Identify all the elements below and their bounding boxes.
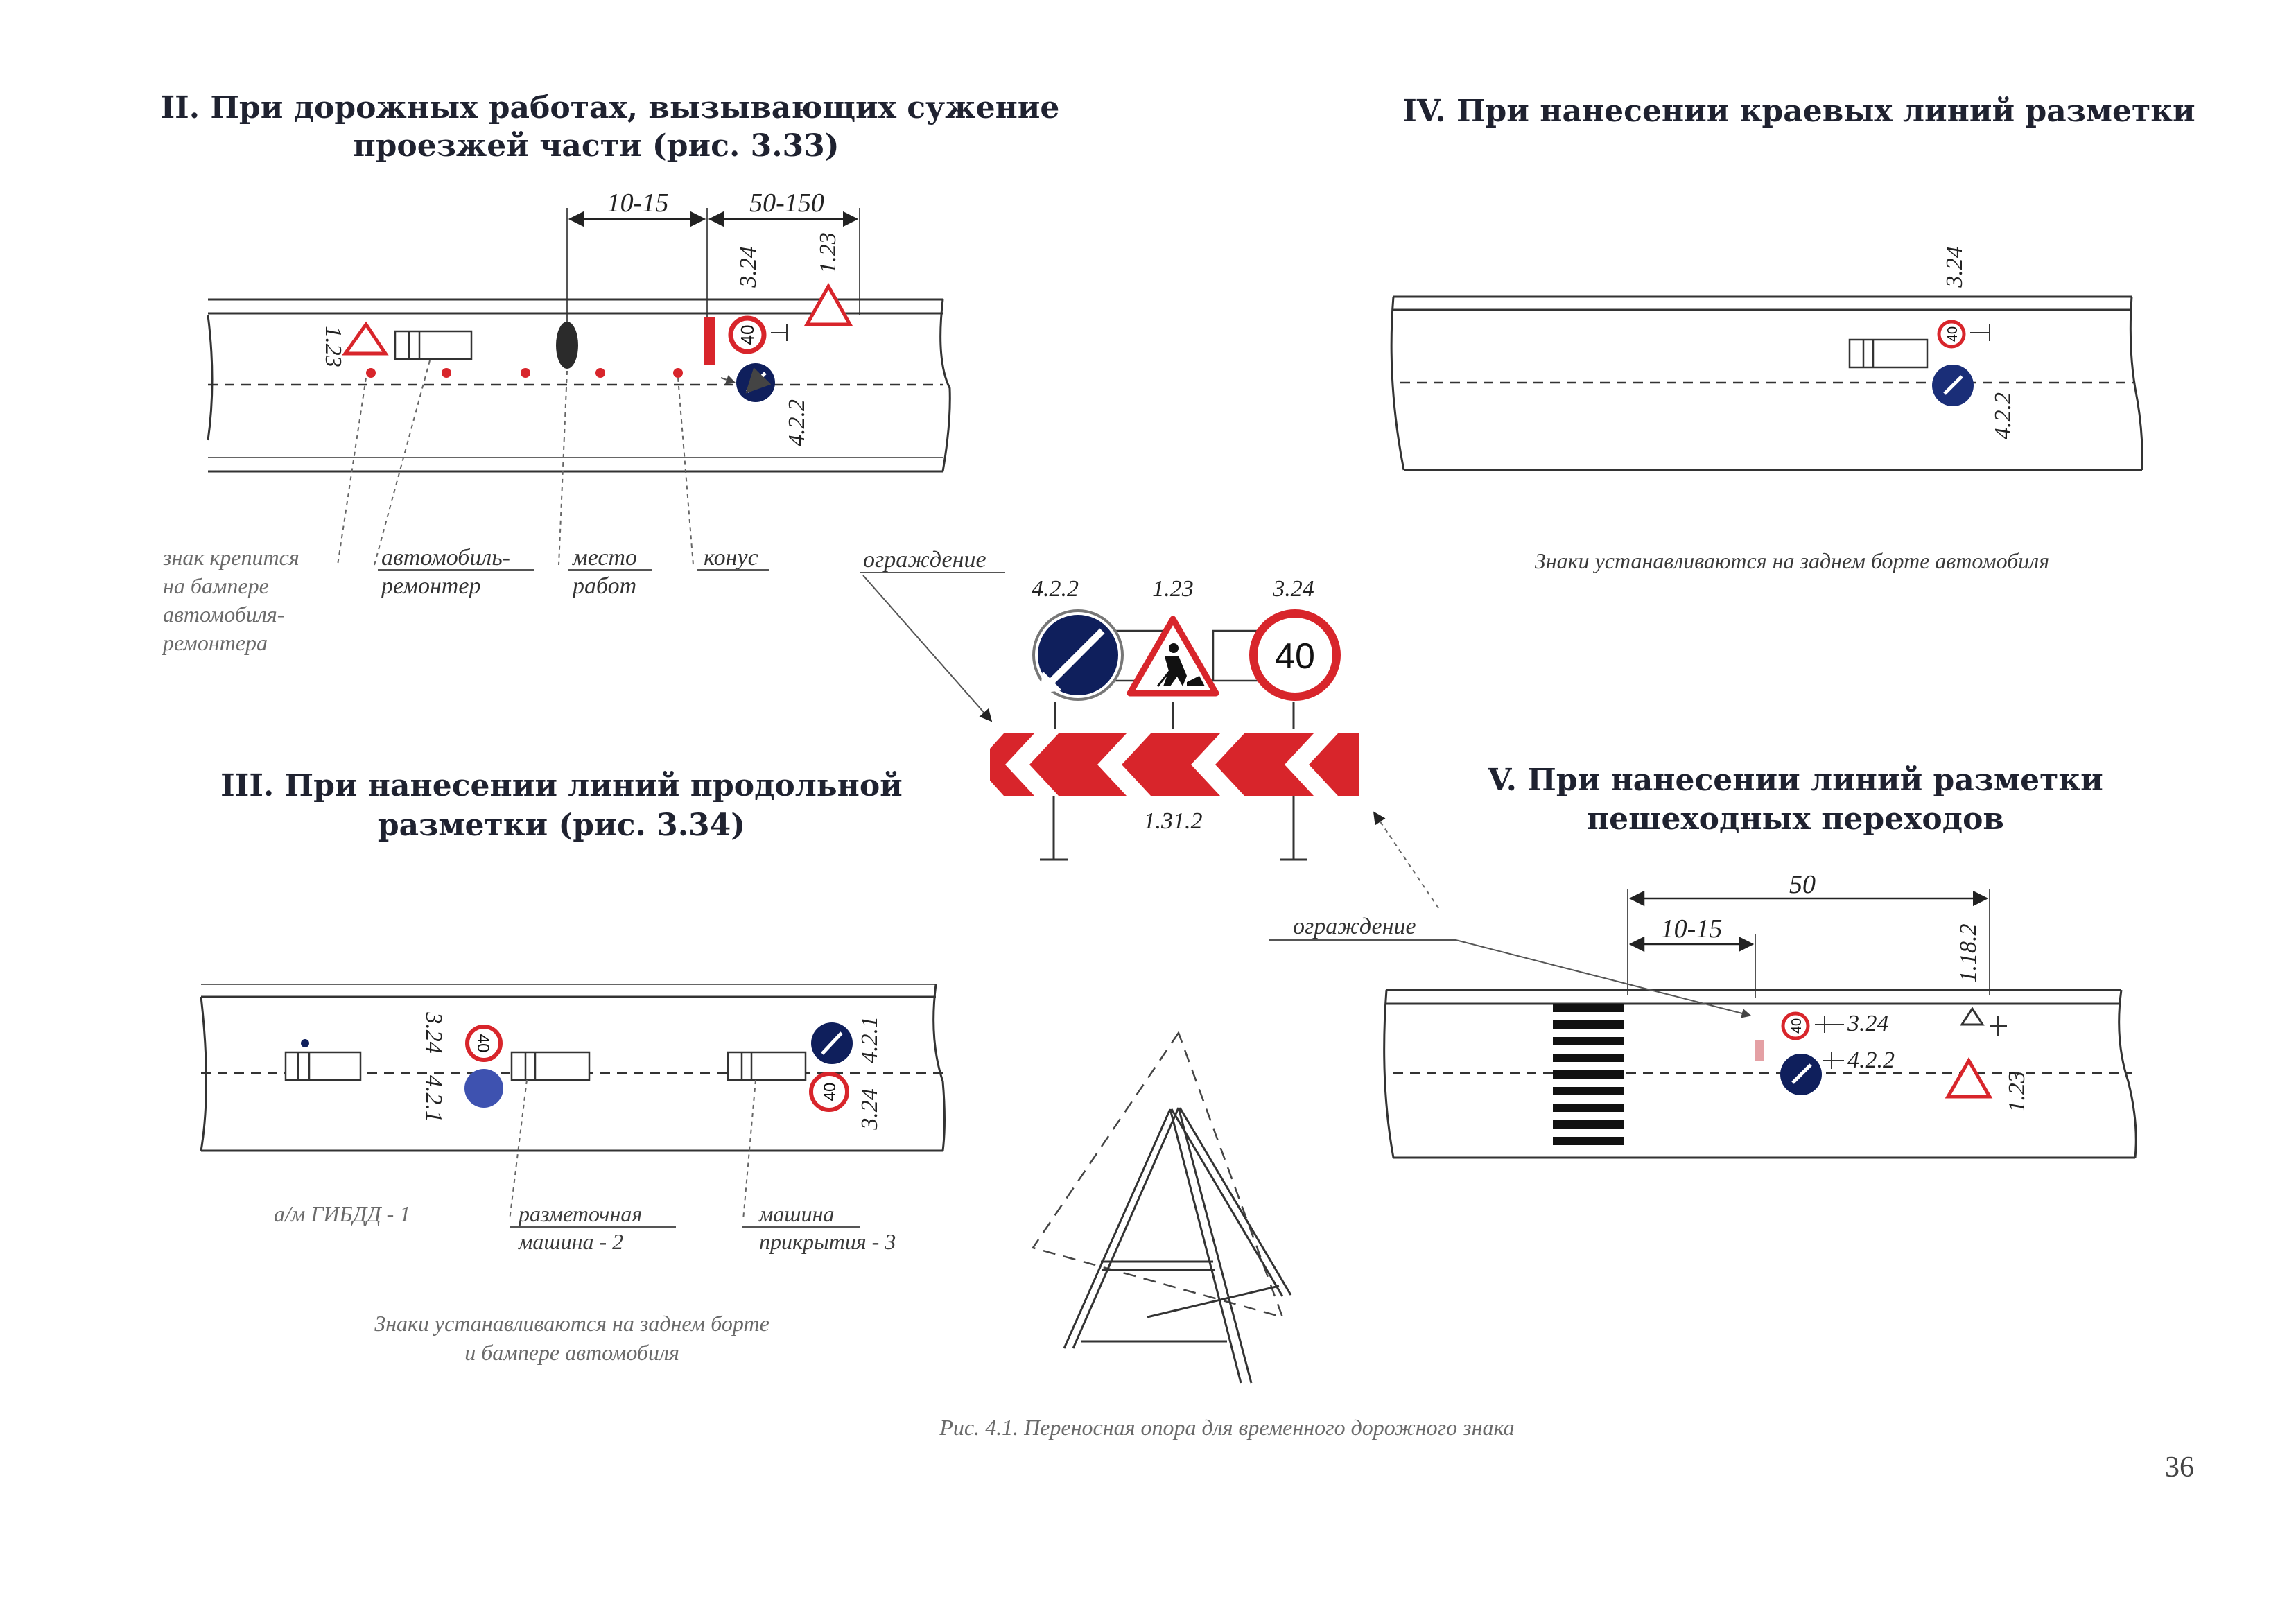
- code-4-2-2-ii: 4.2.2: [784, 399, 810, 446]
- speed-value-v: 40: [1789, 1018, 1804, 1034]
- section-iii-note-1: Знаки устанавливаются на заднем борте: [374, 1311, 769, 1336]
- code-1-23-v: 1.23: [2004, 1071, 2030, 1113]
- section-iii-title-line1: III. При нанесении линий продольной: [220, 768, 903, 803]
- section-iii: III. При нанесении линий продольной разм…: [200, 768, 946, 1365]
- label-bumper-1: знак крепится: [162, 545, 299, 570]
- work-site-mark: [556, 322, 578, 369]
- keep-right-sign-icon-iii-a: [464, 1069, 503, 1108]
- figure-caption: Рис. 4.1. Переносная опора для временног…: [939, 1415, 1514, 1440]
- label-bumper-2: на бампере: [163, 573, 269, 598]
- fence-label-top: ограждение: [863, 547, 986, 573]
- speed-limit-sign-icon-center: [1249, 609, 1341, 701]
- speed-value-iii-b: 40: [821, 1083, 840, 1101]
- speed-value-iii-a: 40: [473, 1034, 492, 1053]
- label-cover-car-2: прикрытия - 3: [759, 1229, 896, 1254]
- label-repair-car-2: ремонтер: [380, 573, 480, 599]
- section-ii: II. При дорожных работах, вызывающих суж…: [161, 90, 1060, 655]
- dim-50-150: 50-150: [749, 189, 824, 218]
- code-3-24-iv: 3.24: [1942, 246, 1967, 288]
- section-iv-title: IV. При нанесении краевых линий разметки: [1402, 94, 2195, 129]
- barrier-mark: [704, 317, 715, 365]
- center-assembly: ограждение 4.2.2 1.23 3.24 40: [860, 547, 1439, 909]
- section-v: V. При нанесении линий разметки пешеходн…: [1269, 763, 2137, 1159]
- speed-limit-sign-icon-v: [1781, 1011, 1810, 1040]
- section-iii-note-2: и бампере автомобиля: [464, 1340, 679, 1365]
- section-v-title-line1: V. При нанесении линий разметки: [1487, 763, 2103, 798]
- label-marking-car-1: разметочная: [517, 1201, 642, 1226]
- speed-limit-sign-icon-iii-a: [465, 1025, 503, 1062]
- code-1-18-2: 1.18.2: [1956, 924, 1981, 983]
- roadworks-sign-icon: [342, 321, 389, 356]
- code-1-23-left: 1.23: [320, 326, 346, 367]
- code-3-24-iii-a: 3.24: [421, 1011, 446, 1054]
- section-iv-note: Знаки устанавливаются на заднем борте ав…: [1535, 548, 2049, 573]
- section-iii-title-line2: разметки (рис. 3.34): [378, 808, 745, 843]
- code-3-24-v: 3.24: [1847, 1011, 1889, 1036]
- label-police-car: а/м ГИБДД - 1: [274, 1201, 410, 1226]
- code-4-2-2-v: 4.2.2: [1847, 1047, 1895, 1073]
- zebra-crossing: [1553, 1004, 1624, 1145]
- dim-50: 50: [1789, 870, 1816, 899]
- label-bumper-3: автомобиля-: [163, 602, 284, 627]
- section-ii-labels: знак крепится на бампере автомобиля- рем…: [162, 545, 769, 655]
- roadworks-sign-icon-v: [1945, 1056, 1993, 1099]
- speed-value-ii: 40: [737, 325, 758, 345]
- label-cone: конус: [704, 545, 758, 571]
- speed-limit-sign-icon-iv: [1937, 320, 1966, 349]
- section-ii-title-line2: проезжей части (рис. 3.33): [353, 128, 839, 164]
- page-number: 36: [2165, 1452, 2194, 1483]
- dim-10-15: 10-15: [607, 189, 669, 218]
- code-3-24-iii-b: 3.24: [857, 1088, 882, 1131]
- speed-limit-center-value: 40: [1275, 636, 1315, 677]
- label-bumper-4: ремонтера: [162, 630, 268, 655]
- dim-10-15-v: 10-15: [1661, 914, 1723, 943]
- label-repair-car-1: автомобиль-: [381, 545, 510, 571]
- code-1-31-2: 1.31.2: [1144, 808, 1203, 834]
- code-3-24-center: 3.24: [1272, 576, 1314, 602]
- roadworks-ahead-sign-icon: [803, 282, 853, 326]
- code-4-2-1-iii-a: 4.2.1: [421, 1075, 446, 1122]
- fence-label-bottom: ограждение: [1293, 914, 1416, 939]
- speed-value-iv: 40: [1945, 326, 1960, 342]
- label-site-2: работ: [571, 573, 636, 599]
- code-4-2-2-center: 4.2.2: [1032, 576, 1079, 602]
- label-site-1: место: [572, 545, 637, 571]
- label-cover-car-1: машина: [758, 1201, 834, 1226]
- code-1-23-ahead: 1.23: [815, 232, 841, 274]
- section-ii-title-line1: II. При дорожных работах, вызывающих суж…: [161, 90, 1060, 125]
- worker-icon: [1156, 643, 1205, 687]
- label-marking-car-2: машина - 2: [518, 1229, 623, 1254]
- code-1-23-center: 1.23: [1152, 576, 1194, 602]
- code-4-2-2-iv: 4.2.2: [1990, 392, 2016, 439]
- speed-limit-sign-icon-iii-b: [809, 1072, 849, 1112]
- speed-limit-sign-icon: [728, 315, 767, 354]
- pedestrian-icon: [1960, 1007, 1985, 1026]
- section-v-title-line2: пешеходных переходов: [1587, 801, 2004, 837]
- code-4-2-1-iii-b: 4.2.1: [857, 1016, 882, 1063]
- section-iv: IV. При нанесении краевых линий разметки…: [1390, 94, 2195, 573]
- code-3-24-ii: 3.24: [736, 246, 761, 288]
- portable-sign-stand: [1031, 1031, 1292, 1384]
